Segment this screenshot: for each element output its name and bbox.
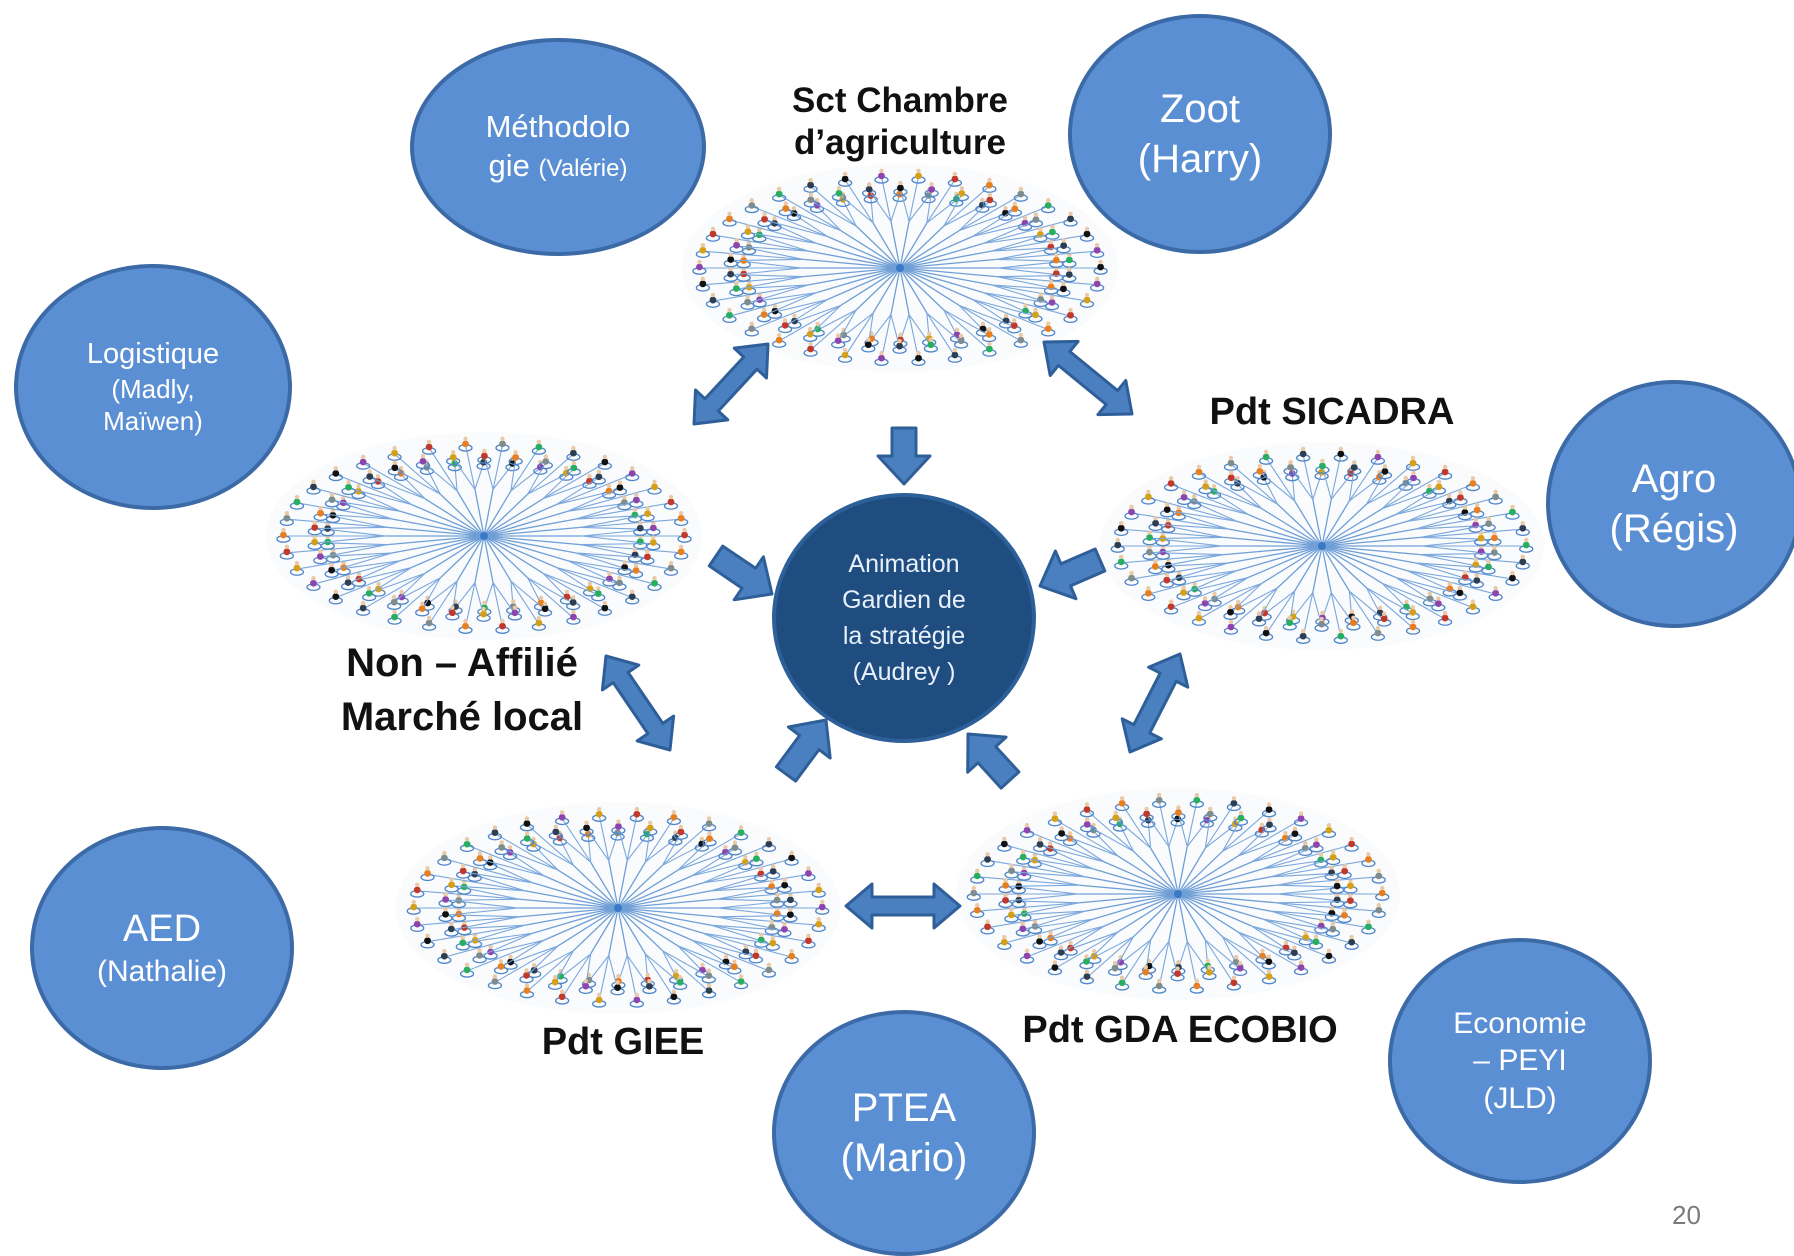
network-chambre [682,164,1118,372]
arrow-gda-to-center [966,732,1021,790]
double-arrow-chambre-nonaffilie [692,342,770,426]
expert-aed: AED (Nathalie) [30,826,294,1070]
expert-aed-line-1: AED [122,907,202,950]
center-line-1: Animation [848,549,960,578]
arrow-sicadra-to-center [1038,547,1107,601]
expert-aed-line-2: (Nathalie) [96,955,228,988]
center-line-2: Gardien de [842,585,966,614]
expert-zoot-line-2: (Harry) [1137,137,1263,181]
expert-agro-line-2: (Régis) [1609,507,1739,551]
expert-ptea: PTEA (Mario) [772,1010,1036,1256]
expert-methodologie-line-2-text: gie [488,148,530,183]
expert-methodologie-person: (Valérie) [538,155,628,182]
expert-methodologie-line-2: gie (Valérie) [489,147,628,186]
arrow-nonaffilie-to-center [707,544,774,602]
label-chambre-line-1: Sct Chambre [792,81,1008,120]
expert-ptea-line-1: PTEA [851,1086,957,1130]
double-arrow-chambre-sicadra [1042,339,1134,417]
expert-logistique-line-3: Maïwen) [103,406,203,437]
label-gda: Pdt GDA ECOBIO [1010,1008,1350,1054]
double-arrow-sicadra-gda [1120,652,1190,754]
label-sicadra-line-1: Pdt SICADRA [1209,391,1455,433]
label-sicadra: Pdt SICADRA [1182,390,1482,436]
label-giee-line-1: Pdt GIEE [541,1021,705,1063]
arrow-giee-to-center [774,718,832,783]
label-non-affilie: Non – Affilié Marché local [322,636,602,744]
expert-agro-line-1: Agro [1631,457,1717,501]
network-gda [956,788,1400,1000]
network-non-affilie [266,432,702,640]
double-arrow-giee-gda [844,882,962,930]
expert-economie: Economie – PEYI (JLD) [1388,938,1652,1184]
expert-economie-line-2: – PEYI [1473,1044,1567,1078]
network-sicadra [1100,442,1544,650]
expert-agro: Agro (Régis) [1546,380,1794,628]
expert-economie-line-1: Economie [1453,1006,1587,1040]
label-chambre-line-2: d’agriculture [794,123,1006,162]
center-circle: Animation Gardien de la stratégie (Audre… [772,493,1036,743]
expert-zoot-line-1: Zoot [1159,87,1241,131]
center-line-4: (Audrey ) [852,658,956,687]
expert-logistique-line-2: (Madly, [111,373,195,404]
label-non-affilie-line-1: Non – Affilié [346,641,578,685]
page-number: 20 [1672,1200,1701,1230]
expert-logistique: Logistique (Madly, Maïwen) [14,264,292,510]
label-giee: Pdt GIEE [523,1020,723,1066]
expert-logistique-line-1: Logistique [86,338,220,371]
expert-methodologie: Méthodolo gie (Valérie) [410,38,706,256]
label-gda-line-1: Pdt GDA ECOBIO [1022,1009,1338,1051]
expert-ptea-line-2: (Mario) [840,1136,968,1180]
expert-methodologie-line-1: Méthodolo [485,109,631,145]
center-line-3: la stratégie [842,622,966,650]
label-non-affilie-line-2: Marché local [340,695,584,739]
expert-economie-line-3: (JLD) [1483,1081,1557,1115]
network-giee [396,802,840,1014]
arrow-chambre-to-center [876,426,932,486]
double-arrow-nonaffilie-giee [600,654,676,752]
expert-zoot: Zoot (Harry) [1068,14,1332,254]
label-chambre: Sct Chambre d’agriculture [780,80,1020,164]
